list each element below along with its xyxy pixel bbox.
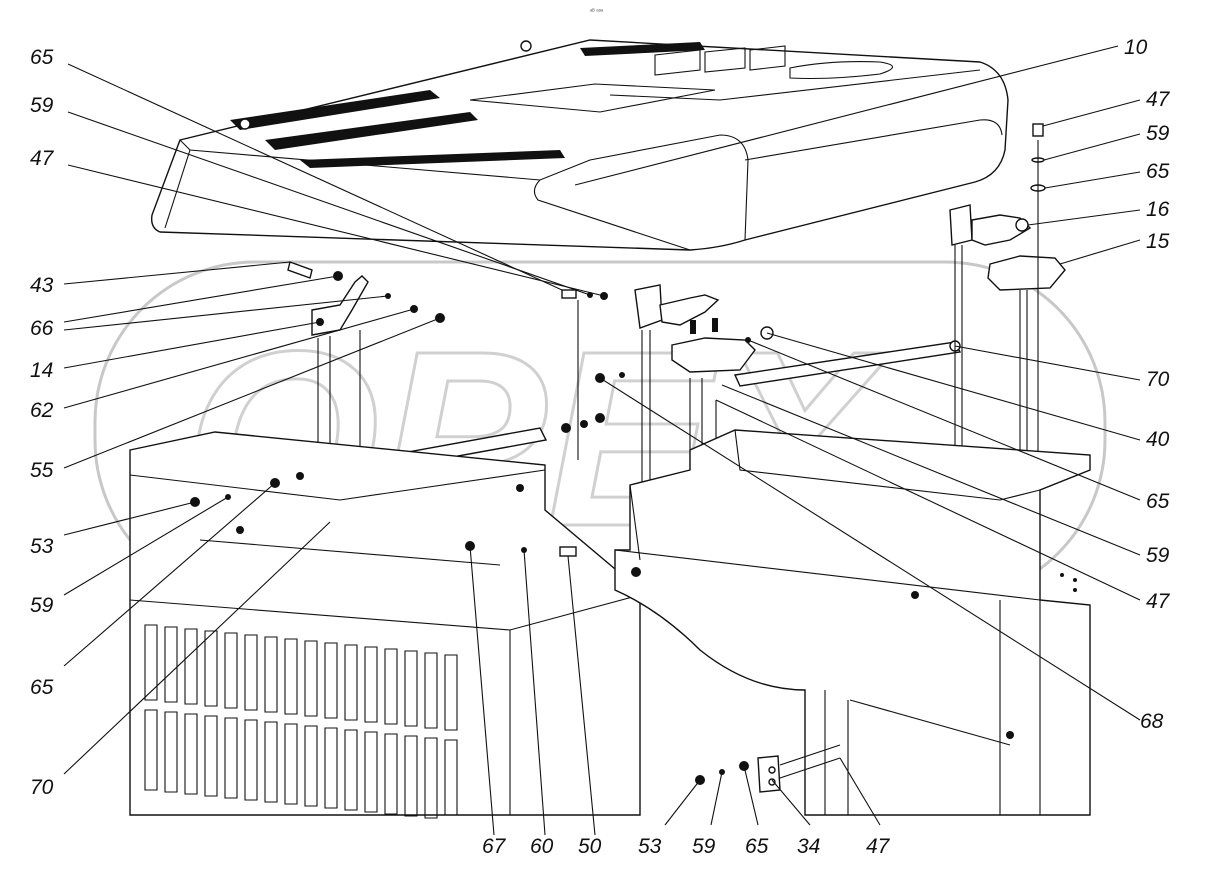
callout-67: 67 — [482, 835, 507, 858]
callout-70: 70 — [30, 776, 54, 799]
callout-59: 59 — [30, 94, 54, 117]
callout-53: 53 — [30, 535, 54, 558]
hood-cover — [150, 39, 1009, 251]
callout-43: 43 — [30, 274, 54, 297]
callout-16: 16 — [1146, 198, 1170, 221]
callout-50: 50 — [578, 835, 602, 858]
left-cabinet — [129, 431, 641, 819]
callout-10: 10 — [1124, 36, 1148, 59]
callout-47: 47 — [1146, 590, 1171, 613]
callout-15: 15 — [1146, 230, 1170, 253]
hood-vent-grille — [230, 42, 705, 168]
callout-65: 65 — [1146, 490, 1170, 513]
cabinet-louvres — [144, 624, 458, 819]
callout-47: 47 — [1146, 88, 1171, 111]
callout-59: 59 — [1146, 122, 1170, 145]
callout-65: 65 — [30, 46, 54, 69]
callout-65: 65 — [30, 676, 54, 699]
right-cabinet — [614, 429, 1091, 816]
callout-59: 59 — [30, 594, 54, 617]
leader-lines — [63, 45, 1141, 836]
callout-62: 62 — [30, 399, 54, 422]
callout-70: 70 — [1146, 368, 1170, 391]
callout-55: 55 — [30, 459, 54, 482]
callout-65: 65 — [1146, 160, 1170, 183]
callout-68: 68 — [1140, 710, 1164, 733]
callout-53: 53 — [638, 835, 662, 858]
callout-59: 59 — [1146, 544, 1170, 567]
left-hinge-assembly — [287, 261, 445, 500]
right-hinge-assembly — [949, 123, 1066, 500]
callout-65: 65 — [745, 835, 769, 858]
header-mark: ᵃᴮ ᵃᵃᵃ — [590, 8, 604, 15]
callout-labels: 65 59 47 43 66 14 62 55 53 59 65 70 10 4… — [30, 36, 1171, 858]
callout-14: 14 — [30, 359, 53, 382]
callout-60: 60 — [530, 835, 554, 858]
callout-34: 34 — [797, 835, 820, 858]
callout-47: 47 — [866, 835, 891, 858]
callout-40: 40 — [1146, 428, 1170, 451]
callout-66: 66 — [30, 317, 54, 340]
callout-47: 47 — [30, 147, 55, 170]
callout-59: 59 — [692, 835, 716, 858]
